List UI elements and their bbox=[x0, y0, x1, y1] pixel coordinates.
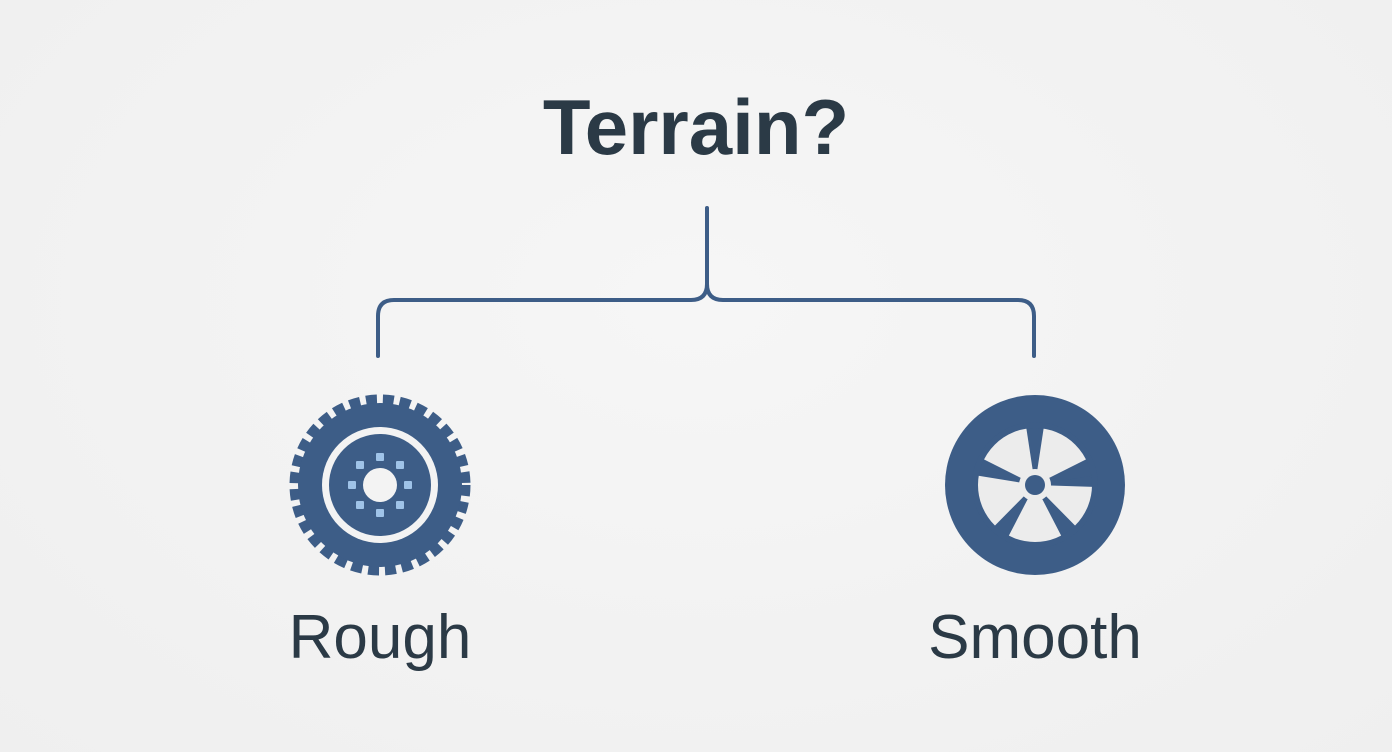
smooth-wheel-icon bbox=[945, 395, 1125, 575]
diagram-title: Terrain? bbox=[542, 83, 850, 171]
option-label-rough: Rough bbox=[288, 603, 472, 672]
rugged-tire-icon bbox=[289, 394, 471, 576]
branch-line-left bbox=[376, 206, 709, 358]
option-label-smooth: Smooth bbox=[928, 603, 1142, 672]
option-smooth: Smooth bbox=[875, 390, 1195, 674]
branch-line-right bbox=[705, 282, 1036, 358]
option-rough: Rough bbox=[220, 390, 540, 674]
